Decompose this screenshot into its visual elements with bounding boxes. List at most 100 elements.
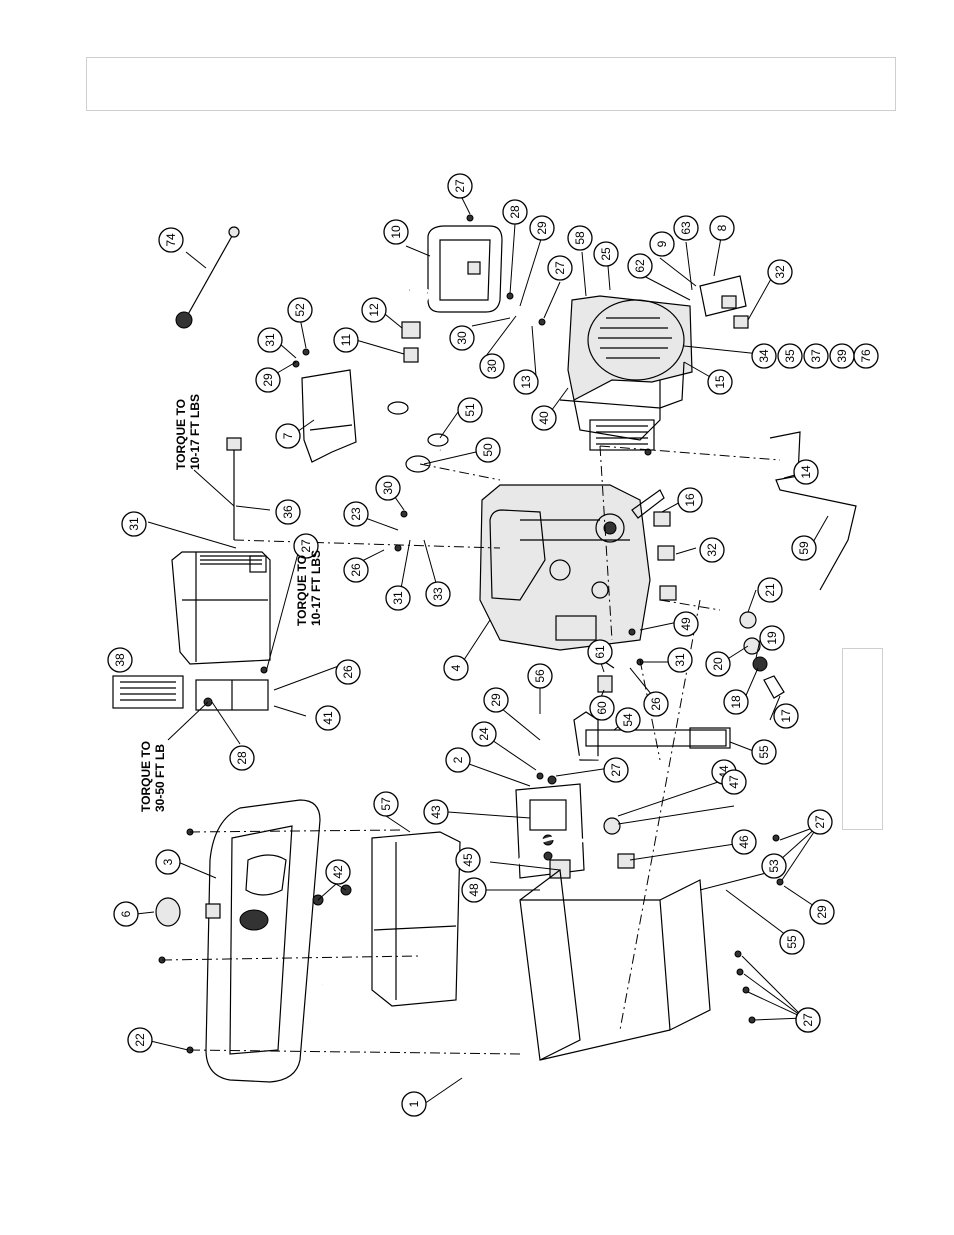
callout-number: 49 bbox=[679, 617, 693, 631]
header-box bbox=[86, 57, 896, 111]
callout-number: 31 bbox=[673, 653, 687, 667]
callout-number: 60 bbox=[595, 701, 609, 715]
callout-circle bbox=[333, 327, 359, 353]
callout-58: 56 bbox=[527, 663, 553, 689]
callout-number: 55 bbox=[757, 745, 771, 759]
callout-26: 15 bbox=[707, 369, 733, 395]
callout-circle bbox=[335, 659, 361, 685]
callout-24: 39 bbox=[829, 343, 855, 369]
callout-circle bbox=[593, 241, 619, 267]
part-50-51-gaskets bbox=[387, 401, 449, 473]
callout-number: 10 bbox=[389, 225, 403, 239]
callout-32: 31 bbox=[121, 511, 147, 537]
callout-15: 29 bbox=[255, 367, 281, 393]
callout-number: 31 bbox=[127, 517, 141, 531]
callout-circle bbox=[127, 1027, 153, 1053]
callout-82: 27 bbox=[795, 1007, 821, 1033]
callout-circle bbox=[667, 647, 693, 673]
callout-number: 31 bbox=[263, 333, 277, 347]
callout-circle bbox=[709, 215, 735, 241]
callout-number: 39 bbox=[835, 349, 849, 363]
callout-circle bbox=[107, 647, 133, 673]
part-16 bbox=[631, 489, 665, 519]
callout-number: 15 bbox=[713, 375, 727, 389]
callout-72: 42 bbox=[325, 859, 351, 885]
callout-50: 19 bbox=[759, 625, 785, 651]
torque-note-1: TORQUE TO 10-17 FT LBS bbox=[174, 394, 202, 470]
callout-70: 45 bbox=[455, 847, 481, 873]
callout-number: 1 bbox=[407, 1100, 421, 1107]
callout-33: 30 bbox=[375, 475, 401, 501]
callout-circle bbox=[853, 343, 879, 369]
callout-number: 16 bbox=[683, 493, 697, 507]
callout-circle bbox=[809, 899, 835, 925]
callout-number: 32 bbox=[705, 543, 719, 557]
callout-circle bbox=[589, 695, 615, 721]
callout-circle bbox=[461, 877, 487, 903]
callout-14: 31 bbox=[257, 327, 283, 353]
part-3-fuel-tank bbox=[205, 799, 321, 1083]
callout-number: 74 bbox=[164, 233, 178, 247]
assembly-lines bbox=[161, 445, 781, 1055]
callout-circle bbox=[699, 537, 725, 563]
callout-43: 27 bbox=[293, 533, 319, 559]
callout-number: 24 bbox=[477, 727, 491, 741]
callout-circle bbox=[791, 535, 817, 561]
callout-circle bbox=[275, 499, 301, 525]
callout-circle bbox=[455, 847, 481, 873]
callout-63: 27 bbox=[603, 757, 629, 783]
callout-number: 63 bbox=[679, 221, 693, 235]
callout-30: 50 bbox=[475, 437, 501, 463]
callout-number: 4 bbox=[449, 664, 463, 671]
part-10 bbox=[427, 225, 503, 313]
side-box bbox=[842, 648, 883, 830]
callout-75: 57 bbox=[373, 791, 399, 817]
part-11-exhaust-pipe bbox=[401, 286, 441, 452]
callout-circle bbox=[158, 227, 184, 253]
callout-number: 29 bbox=[261, 373, 275, 387]
callout-34: 23 bbox=[343, 501, 369, 527]
callout-20: 13 bbox=[513, 369, 539, 395]
callout-number: 26 bbox=[341, 665, 355, 679]
callout-number: 26 bbox=[349, 563, 363, 577]
callout-circle bbox=[795, 1007, 821, 1033]
callout-circle bbox=[677, 487, 703, 513]
callout-circle bbox=[751, 739, 777, 765]
callout-number: 45 bbox=[461, 853, 475, 867]
callout-number: 9 bbox=[655, 240, 669, 247]
callout-5: 58 bbox=[567, 225, 593, 251]
callout-number: 29 bbox=[815, 905, 829, 919]
callout-number: 42 bbox=[331, 865, 345, 879]
callout-number: 56 bbox=[533, 669, 547, 683]
callout-number: 37 bbox=[809, 349, 823, 363]
callout-29: 51 bbox=[457, 397, 483, 423]
callout-number: 46 bbox=[737, 835, 751, 849]
callout-number: 43 bbox=[429, 805, 443, 819]
callout-0: 74 bbox=[158, 227, 184, 253]
callout-number: 7 bbox=[281, 432, 295, 439]
callout-21: 34 bbox=[751, 343, 777, 369]
callout-circle bbox=[531, 405, 557, 431]
part-1-frame bbox=[454, 754, 737, 1102]
callout-circle bbox=[649, 231, 675, 257]
callout-number: 58 bbox=[573, 231, 587, 245]
callout-13: 52 bbox=[287, 297, 313, 323]
callout-circle bbox=[793, 459, 819, 485]
callout-circle bbox=[483, 687, 509, 713]
callout-circle bbox=[705, 651, 731, 677]
callout-47: 28 bbox=[229, 745, 255, 771]
callout-number: 14 bbox=[799, 465, 813, 479]
callout-circle bbox=[255, 367, 281, 393]
callout-25: 76 bbox=[853, 343, 879, 369]
part-59-wire bbox=[769, 431, 857, 591]
callout-number: 61 bbox=[593, 645, 607, 659]
callout-number: 23 bbox=[349, 507, 363, 521]
callout-circle bbox=[673, 215, 699, 241]
torque-note-3-line-1: TORQUE TO bbox=[139, 741, 153, 812]
callout-number: 3 bbox=[161, 858, 175, 865]
callout-circle bbox=[315, 705, 341, 731]
callout-41: 59 bbox=[791, 535, 817, 561]
callout-circle bbox=[707, 369, 733, 395]
callout-circle bbox=[757, 577, 783, 603]
